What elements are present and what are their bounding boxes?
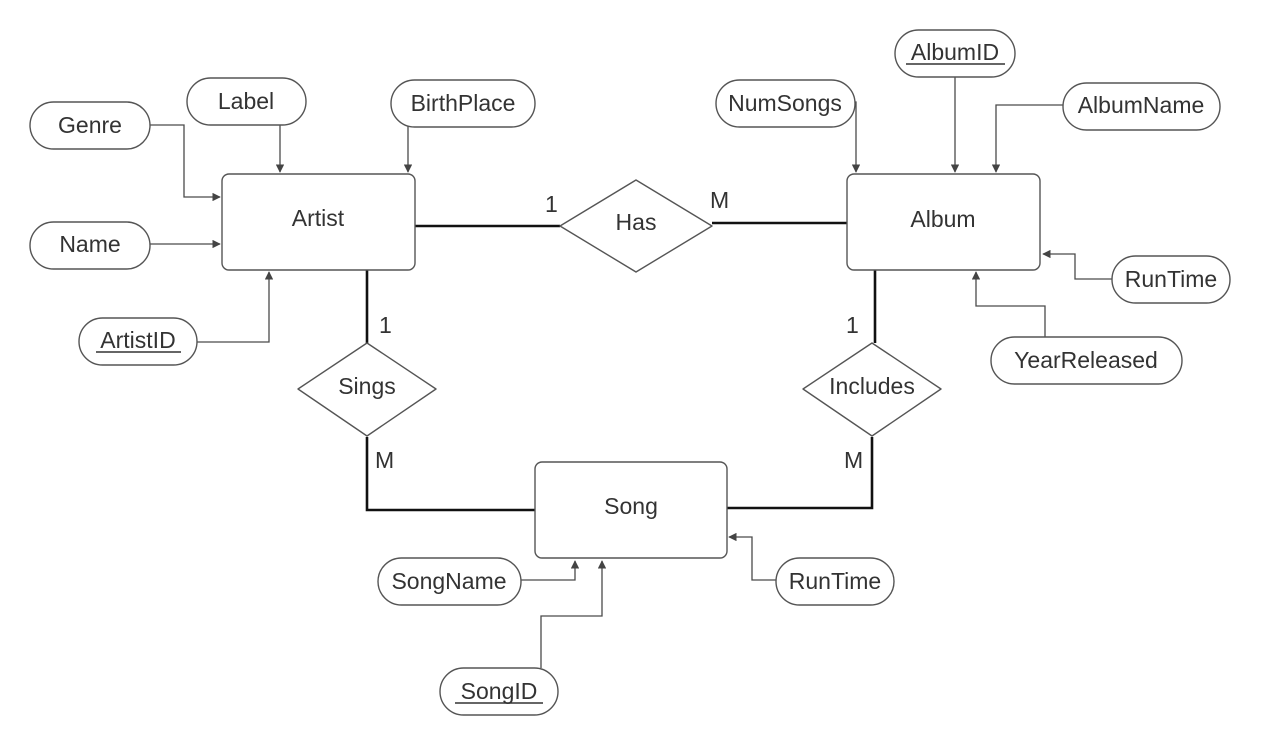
attribute-label-birthplace: BirthPlace xyxy=(411,90,516,116)
cardinality-sings-song: M xyxy=(375,447,394,473)
entity-label-album: Album xyxy=(910,206,975,232)
cardinality-includes-song: M xyxy=(844,447,863,473)
attribute-song-runtime[interactable]: RunTime xyxy=(775,557,895,606)
line-artistid-artist xyxy=(197,271,274,343)
line-genre-artist xyxy=(150,124,221,202)
line-albumname-album xyxy=(991,104,1063,173)
relationship-sings[interactable]: Sings xyxy=(297,342,437,437)
relationship-label-includes: Includes xyxy=(829,373,915,399)
cardinality-has-artist: 1 xyxy=(545,191,558,217)
line-includes-song xyxy=(727,437,874,510)
entity-label-song: Song xyxy=(604,493,658,519)
attribute-label-label: Label xyxy=(218,88,274,114)
attribute-albumid[interactable]: AlbumID xyxy=(894,29,1016,78)
attribute-label-albumname: AlbumName xyxy=(1078,92,1205,118)
attribute-numsongs[interactable]: NumSongs xyxy=(715,79,856,128)
relationship-includes[interactable]: Includes xyxy=(802,342,942,437)
attribute-songid[interactable]: SongID xyxy=(439,667,559,716)
relationship-has[interactable]: Has xyxy=(559,179,713,273)
attribute-genre[interactable]: Genre xyxy=(29,101,151,150)
entity-song[interactable]: Song xyxy=(534,461,728,559)
line-sings-song xyxy=(365,437,535,512)
attribute-albumname[interactable]: AlbumName xyxy=(1062,82,1221,131)
attribute-label-songname: SongName xyxy=(391,568,506,594)
line-yearreleased-album xyxy=(971,271,1046,337)
attribute-label-genre: Genre xyxy=(58,112,122,138)
attribute-yearreleased[interactable]: YearReleased xyxy=(990,336,1183,385)
attribute-label-artistid: ArtistID xyxy=(100,327,175,353)
entity-artist[interactable]: Artist xyxy=(221,173,416,271)
attribute-label-albumid: AlbumID xyxy=(911,39,999,65)
attribute-label-name: Name xyxy=(59,231,120,257)
line-runtime-song xyxy=(728,532,776,581)
line-runtime-album xyxy=(1042,249,1112,280)
attribute-birthplace[interactable]: BirthPlace xyxy=(390,79,536,128)
attribute-lines xyxy=(150,76,1112,668)
line-songname-song xyxy=(520,560,580,581)
entity-album[interactable]: Album xyxy=(846,173,1041,271)
cardinality-includes-album: 1 xyxy=(846,312,859,338)
line-songid-song xyxy=(540,560,607,668)
attribute-songname[interactable]: SongName xyxy=(377,557,522,606)
cardinality-labels: 1 M 1 M 1 M xyxy=(375,187,863,473)
relationship-label-has: Has xyxy=(616,209,657,235)
cardinality-has-album: M xyxy=(710,187,729,213)
line-birthplace-artist xyxy=(403,124,418,173)
attribute-label-song-runtime: RunTime xyxy=(789,568,881,594)
relationship-label-sings: Sings xyxy=(338,373,396,399)
relationship-lines xyxy=(365,221,877,512)
attribute-name[interactable]: Name xyxy=(29,221,151,270)
attribute-artistid[interactable]: ArtistID xyxy=(78,317,198,366)
cardinality-sings-artist: 1 xyxy=(379,312,392,338)
attribute-label-numsongs: NumSongs xyxy=(728,90,842,116)
attribute-album-runtime[interactable]: RunTime xyxy=(1111,255,1231,304)
attribute-label-yearreleased: YearReleased xyxy=(1014,347,1158,373)
entity-label-artist: Artist xyxy=(292,205,345,231)
attribute-label-album-runtime: RunTime xyxy=(1125,266,1217,292)
attribute-label-songid: SongID xyxy=(461,678,538,704)
attribute-label[interactable]: Label xyxy=(186,77,307,126)
